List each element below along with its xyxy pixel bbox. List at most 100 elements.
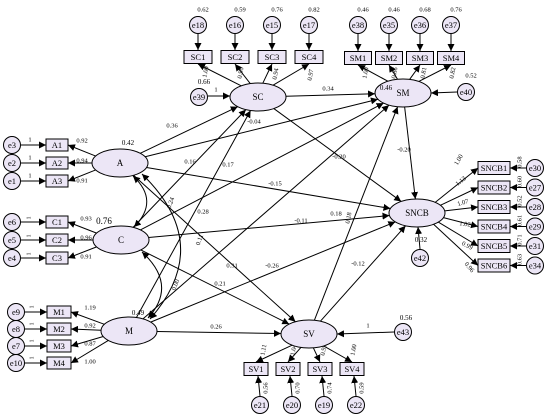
error-val-e3: 1 (28, 137, 31, 144)
error-val-e27: 0.60 (517, 176, 524, 187)
indicator-sc2 (220, 50, 250, 64)
error-e37 (442, 16, 460, 34)
loading-sm1 (357, 64, 389, 82)
path-m-sc (136, 110, 251, 318)
error-e5 (3, 231, 21, 249)
indicator-sc3 (257, 50, 287, 64)
loading-label-sv3: 0.95 (320, 344, 329, 356)
loading-label-a3: 0.91 (76, 178, 87, 185)
indicator-label-sv1: SV1 (248, 364, 263, 374)
loading-label-m1: 1.19 (84, 305, 95, 312)
loading-label-sv1: 1.11 (260, 344, 269, 356)
latent-sv (280, 319, 338, 349)
r2-a: 0.42 (122, 139, 135, 147)
error-e43 (394, 323, 412, 341)
path-sm-sncb-label: -0.20 (397, 147, 411, 154)
loading-label-c3: 0.91 (80, 254, 91, 261)
indicator-label-sncb2: SNCB2 (481, 183, 507, 193)
error-path-e19 (319, 375, 327, 397)
path-sv-sncb (320, 225, 406, 322)
indicator-label-sc3: SC3 (265, 52, 280, 62)
loading-c3 (67, 246, 97, 259)
indicator-label-sv2: SV2 (280, 364, 295, 374)
loading-label-sm3: 0.81 (420, 67, 429, 79)
latent-a (91, 148, 149, 178)
indicator-sm3 (406, 51, 434, 65)
indicator-label-a3: A3 (52, 176, 62, 186)
error-e34 (526, 256, 544, 275)
r2-m: 0.49 (132, 309, 145, 317)
indicator-label-sm2: SM2 (381, 53, 398, 63)
path-sc-sm (285, 90, 376, 98)
error-val-e17: 0.82 (308, 7, 319, 14)
path-a-sm (144, 97, 379, 158)
loading-sv2 (287, 347, 302, 363)
error-label-e35: e35 (383, 20, 395, 30)
path-m-sncb-label: -0.26 (265, 263, 279, 270)
latent-label-sncb: SNCB (405, 208, 429, 218)
error-e40 (457, 83, 475, 101)
error-val-e4: 1 (26, 252, 33, 255)
loading-label-sc1: 1.00 (202, 66, 211, 78)
indicator-sm2 (375, 51, 403, 65)
path-c-sv (140, 249, 290, 325)
loading-a1 (67, 144, 96, 157)
error-e10 (7, 354, 25, 372)
loading-m4 (70, 340, 109, 364)
e43-path (336, 330, 395, 338)
r2-c: 0.76 (96, 216, 112, 226)
loading-label-sc3: 0.94 (272, 67, 281, 80)
loading-sc1 (197, 63, 242, 87)
error-val-e22: 0.59 (359, 382, 366, 393)
indicator-label-c1: C1 (52, 217, 62, 227)
error-e31 (526, 237, 544, 255)
path-sm-sncb (404, 106, 419, 200)
error-e36 (411, 16, 429, 34)
indicator-label-a2: A2 (52, 158, 62, 168)
latent-label-c: C (118, 235, 124, 245)
r2-sv: 0.56 (400, 314, 413, 322)
error-label-e22: e22 (350, 400, 362, 410)
loading-sncb1 (434, 167, 479, 203)
error-label-e4: e4 (8, 253, 17, 263)
cov-a-m (141, 173, 181, 320)
latent-m (100, 316, 158, 346)
indicator-sncb6 (477, 258, 511, 273)
indicator-sm1 (344, 51, 372, 65)
error-e42 (411, 249, 429, 267)
error-e3 (3, 136, 21, 154)
indicator-label-m2: M2 (53, 324, 65, 334)
loading-sncb2 (440, 187, 479, 206)
error-val-e29: 0.61 (517, 215, 524, 226)
loading-sm2 (388, 64, 398, 80)
path-sc-sncb (273, 108, 402, 202)
error-val-e7: 1 (29, 339, 36, 342)
indicator-sncb2 (477, 180, 511, 195)
latent-label-sm: SM (396, 88, 409, 98)
latent-label-sv: SV (303, 329, 315, 339)
loading-sv3 (312, 347, 321, 363)
error-label-e27: e27 (529, 183, 541, 193)
cov-a-c-label: 0.24 (166, 196, 177, 210)
loading-label-sncb6: 0.96 (463, 261, 476, 275)
path-c-sc-label: 0.16 (184, 159, 196, 166)
path-sv-sm (313, 106, 399, 321)
error-label-e34: e34 (529, 261, 542, 271)
loading-m1 (70, 311, 105, 325)
loading-sc4 (272, 63, 310, 86)
error-e39 (190, 88, 208, 106)
path-c-sncb-label: -0.11 (294, 218, 307, 225)
loading-sncb4 (443, 217, 479, 229)
error-label-e15: e15 (266, 20, 278, 30)
path-a-sc-label: 0.36 (166, 123, 178, 130)
loading-label-sncb2: 1.13 (454, 175, 467, 188)
indicator-label-a1: A1 (52, 140, 62, 150)
loading-label-sc2: 0.96 (237, 66, 246, 79)
loading-label-sncb3: 1.07 (457, 198, 471, 208)
loading-label-m3: 0.87 (84, 341, 96, 348)
e42-path (415, 226, 423, 250)
error-e27 (526, 178, 544, 197)
latent-label-sc: SC (252, 92, 263, 102)
indicator-label-c3: C3 (52, 253, 62, 263)
indicator-label-sncb1: SNCB1 (481, 163, 507, 173)
